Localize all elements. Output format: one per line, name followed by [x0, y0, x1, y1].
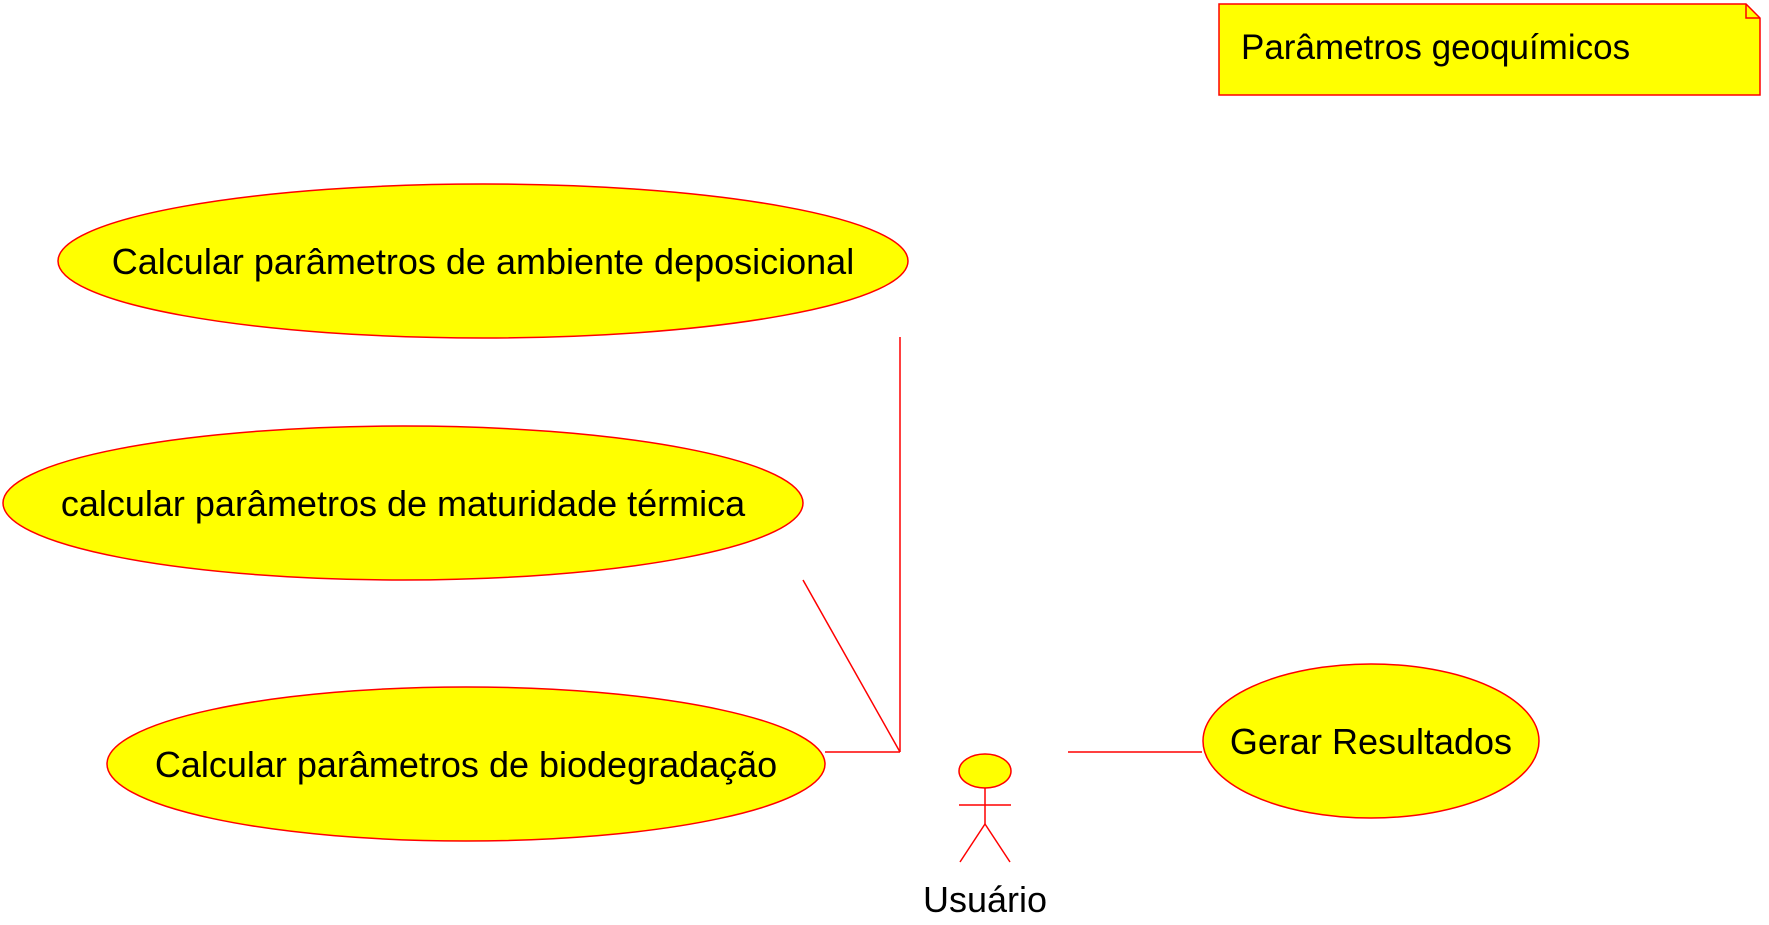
actor-label: Usuário [923, 879, 1047, 920]
use-case-label: calcular parâmetros de maturidade térmic… [61, 483, 746, 524]
use-case-ellipse [2, 425, 804, 581]
associations [802, 337, 1202, 753]
use-case-gerar-resultados[interactable]: Gerar Resultados [1202, 663, 1540, 819]
use-case-biodegradacao[interactable]: Calcular parâmetros de biodegradação [106, 686, 826, 842]
note-shape [1218, 3, 1761, 96]
use-case-ellipse [1202, 663, 1540, 819]
actor-right-leg [984, 823, 1011, 863]
association-line-maturidade [802, 579, 901, 753]
note-text: Parâmetros geoquímicos [1241, 28, 1630, 67]
use-case-ellipse [106, 686, 826, 842]
note[interactable]: Parâmetros geoquímicos [1218, 3, 1761, 96]
actor-usuario[interactable]: Usuário [923, 753, 1047, 920]
use-case-label: Gerar Resultados [1230, 721, 1512, 762]
use-case-ambiente-deposicional[interactable]: Calcular parâmetros de ambiente deposici… [57, 183, 909, 339]
use-case-ellipse [57, 183, 909, 339]
use-case-label: Calcular parâmetros de ambiente deposici… [112, 241, 854, 282]
actor-head [958, 753, 1012, 789]
actor-left-leg [959, 823, 986, 863]
use-case-label: Calcular parâmetros de biodegradação [155, 744, 777, 785]
note-fold [1745, 4, 1760, 19]
use-case-maturidade-termica[interactable]: calcular parâmetros de maturidade térmic… [2, 425, 804, 581]
